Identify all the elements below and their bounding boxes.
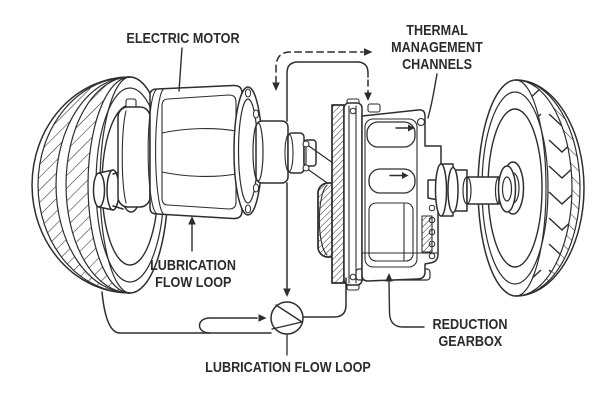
channel-arrow-icon [402, 172, 409, 179]
lubrication-left-line2: FLOW LOOP [154, 274, 232, 291]
thermal-label-line1: THERMAL [406, 22, 468, 39]
left-axle [92, 169, 124, 211]
lubrication-bottom-text: LUBRICATION FLOW LOOP [205, 359, 371, 376]
output-shaft [434, 163, 517, 217]
lubrication-left-line1: LUBRICATION [150, 257, 236, 274]
down-arrow-icon [283, 288, 291, 297]
electric-motor-label: ELECTRIC MOTOR [116, 30, 251, 47]
oil-pump-symbol [270, 301, 304, 335]
up-arrow-icon [188, 216, 196, 225]
reduction-gearbox-line2: GEARBOX [438, 333, 502, 350]
reduction-gearbox-label: REDUCTION GEARBOX [425, 316, 514, 350]
electric-motor-leader [178, 47, 183, 92]
thermal-leader [427, 73, 438, 119]
right-arrow-icon [258, 314, 267, 322]
electric-motor-label-text: ELECTRIC MOTOR [126, 30, 240, 47]
right-arrow-icon [364, 48, 373, 56]
down-arrow-icon [272, 82, 280, 91]
lubrication-left-label: LUBRICATION FLOW LOOP [142, 257, 244, 291]
leader-lines [178, 47, 438, 328]
reduction-gearbox-line1: REDUCTION [432, 316, 508, 333]
thermal-channel-1 [366, 121, 416, 148]
down-arrow-icon [364, 92, 372, 101]
lubrication-bottom-label: LUBRICATION FLOW LOOP [189, 359, 386, 376]
thermal-label-line3: CHANNELS [401, 56, 472, 73]
reduction-gearbox-leader [388, 280, 425, 328]
thermal-management-label: THERMAL MANAGEMENT CHANNELS [382, 22, 491, 73]
thermal-label-line2: MANAGEMENT [391, 39, 483, 56]
channel-arrow-icon [408, 124, 415, 132]
reduction-gearbox-drawing [302, 98, 517, 291]
up-arrow-icon [385, 273, 393, 282]
lubrication-flow-lines [101, 61, 372, 356]
electric-motor-drawing [117, 84, 317, 220]
thermal-flow-lines [272, 48, 373, 91]
thermal-channel-2 [368, 168, 416, 194]
